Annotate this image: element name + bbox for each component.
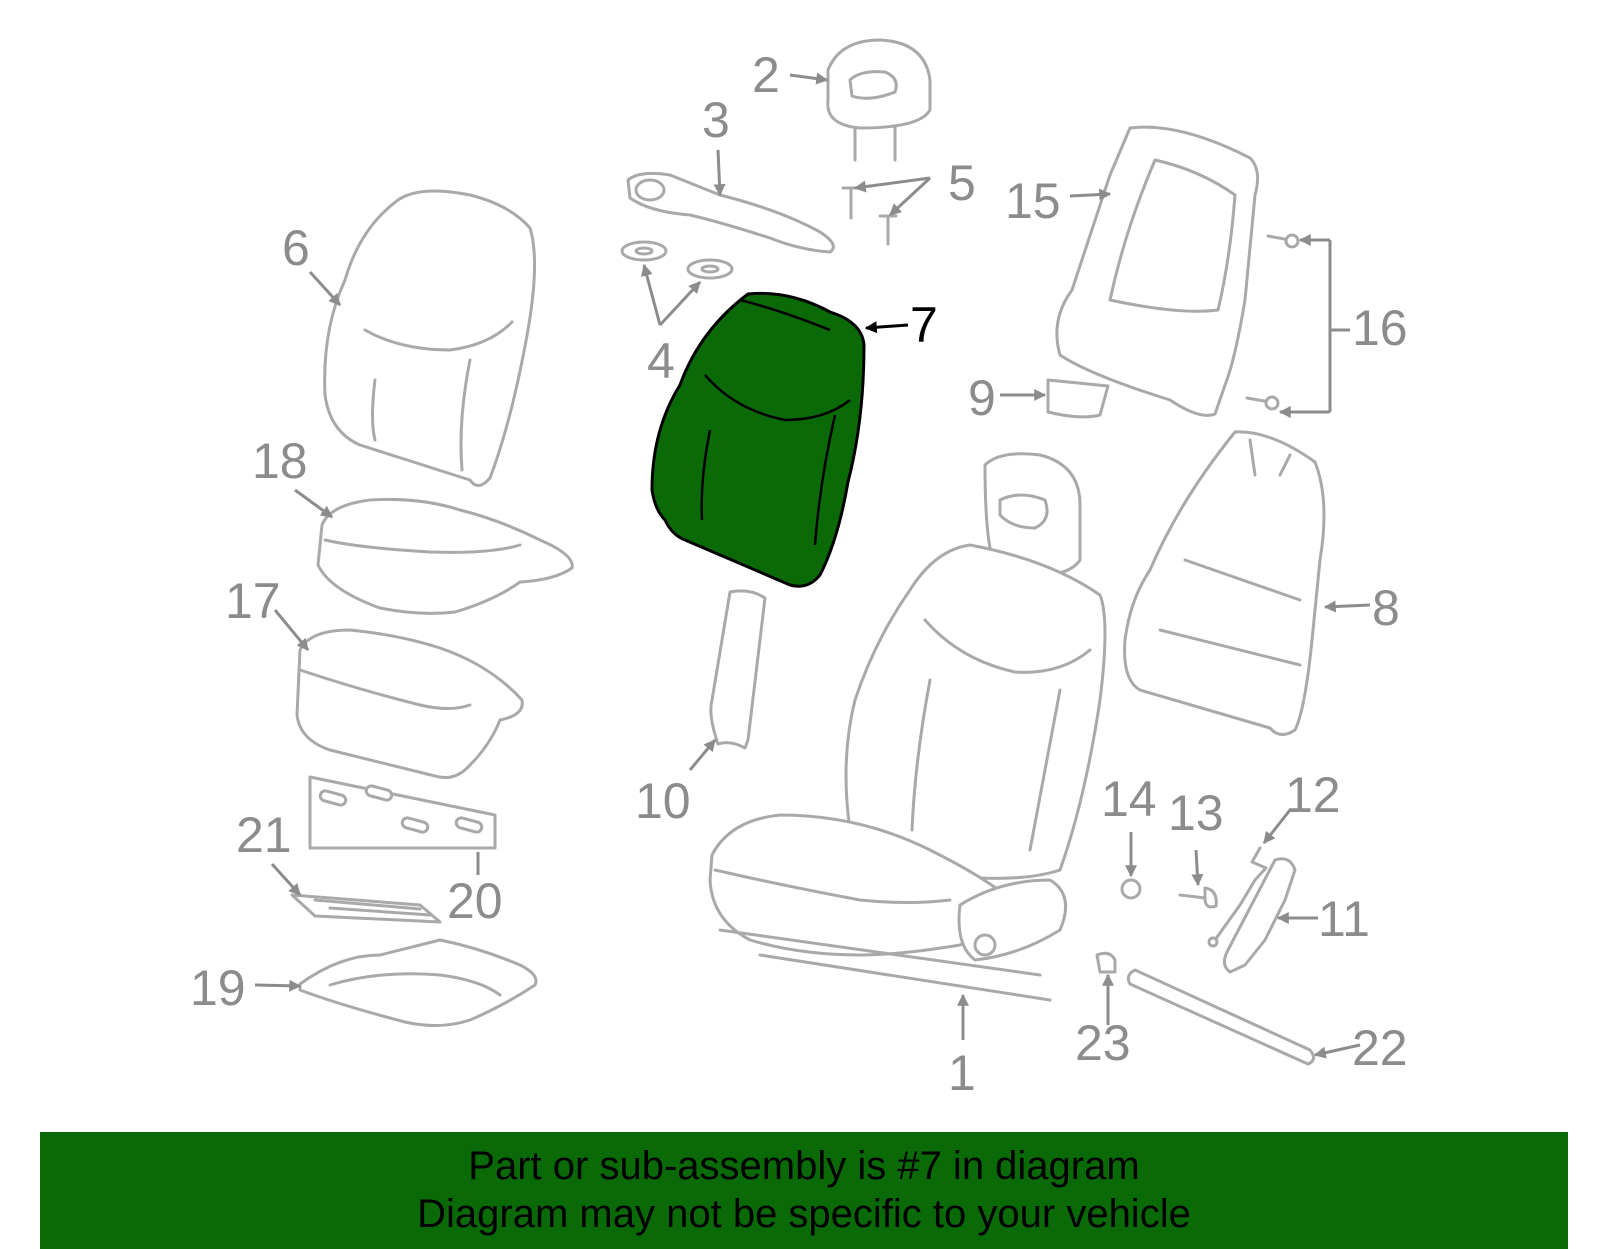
callout-1: 1 (948, 1045, 976, 1101)
callout-16: 16 (1352, 300, 1408, 356)
callout-18: 18 (252, 433, 308, 489)
part-1-seat-assembly[interactable] (708, 452, 1107, 1002)
callout-8: 8 (1372, 580, 1400, 636)
callout-15: 15 (1005, 173, 1061, 229)
callout-22: 22 (1352, 1020, 1408, 1076)
callout-17: 17 (225, 573, 281, 629)
callout-23: 23 (1075, 1015, 1131, 1071)
callout-21: 21 (236, 807, 292, 863)
callout-14: 14 (1101, 771, 1157, 827)
part-4-grommets[interactable] (620, 240, 734, 280)
callout-6: 6 (282, 220, 310, 276)
callout-10: 10 (635, 773, 691, 829)
part-8-seatback-frame[interactable] (1123, 430, 1326, 736)
callout-4: 4 (647, 333, 675, 389)
callout-19: 19 (190, 960, 246, 1016)
part-17-seat-cushion-foam[interactable] (295, 628, 524, 780)
banner-line-1: Part or sub-assembly is #7 in diagram (468, 1144, 1140, 1188)
callout-12: 12 (1285, 767, 1341, 823)
part-13-screw[interactable] (1178, 886, 1218, 909)
part-12-spring-clip[interactable] (1207, 846, 1268, 948)
part-7-seatback-foam[interactable] (650, 291, 866, 588)
part-20-clip-plate[interactable] (308, 775, 497, 850)
part-21-heater-mat[interactable] (290, 893, 442, 924)
callout-7: 7 (910, 297, 938, 353)
part-23-fastener[interactable] (1095, 951, 1117, 974)
info-banner: Part or sub-assembly is #7 in diagram Di… (40, 1132, 1568, 1249)
part-3-bracket[interactable] (626, 171, 835, 254)
part-22-rod[interactable] (1126, 968, 1315, 1066)
part-15-back-panel[interactable] (1055, 125, 1260, 417)
part-19-cushion-pan[interactable] (298, 938, 538, 1028)
callout-2: 2 (752, 47, 780, 103)
part-6-seatback-cover[interactable] (323, 189, 537, 487)
part-18-seat-cushion-cover[interactable] (316, 497, 574, 615)
callout-13: 13 (1168, 785, 1224, 841)
banner-line-2: Diagram may not be specific to your vehi… (417, 1192, 1191, 1236)
part-14-clip[interactable] (1120, 878, 1142, 900)
part-16-screws[interactable] (1245, 233, 1300, 411)
part-11-side-cover[interactable] (1223, 857, 1297, 974)
callout-labels: 1 2 3 4 5 6 7 8 9 10 11 12 13 14 15 16 1… (190, 47, 1408, 1101)
callout-11: 11 (1318, 891, 1370, 947)
callout-5: 5 (948, 155, 976, 211)
part-2-headrest[interactable] (826, 38, 932, 162)
callout-3: 3 (702, 92, 730, 148)
part-10-trim-strip[interactable] (709, 589, 767, 750)
callout-20: 20 (447, 873, 503, 929)
part-9-pad[interactable] (1046, 378, 1110, 419)
callout-9: 9 (968, 370, 996, 426)
leader-lines (254, 72, 1371, 1059)
part-5-pins[interactable] (841, 186, 898, 246)
